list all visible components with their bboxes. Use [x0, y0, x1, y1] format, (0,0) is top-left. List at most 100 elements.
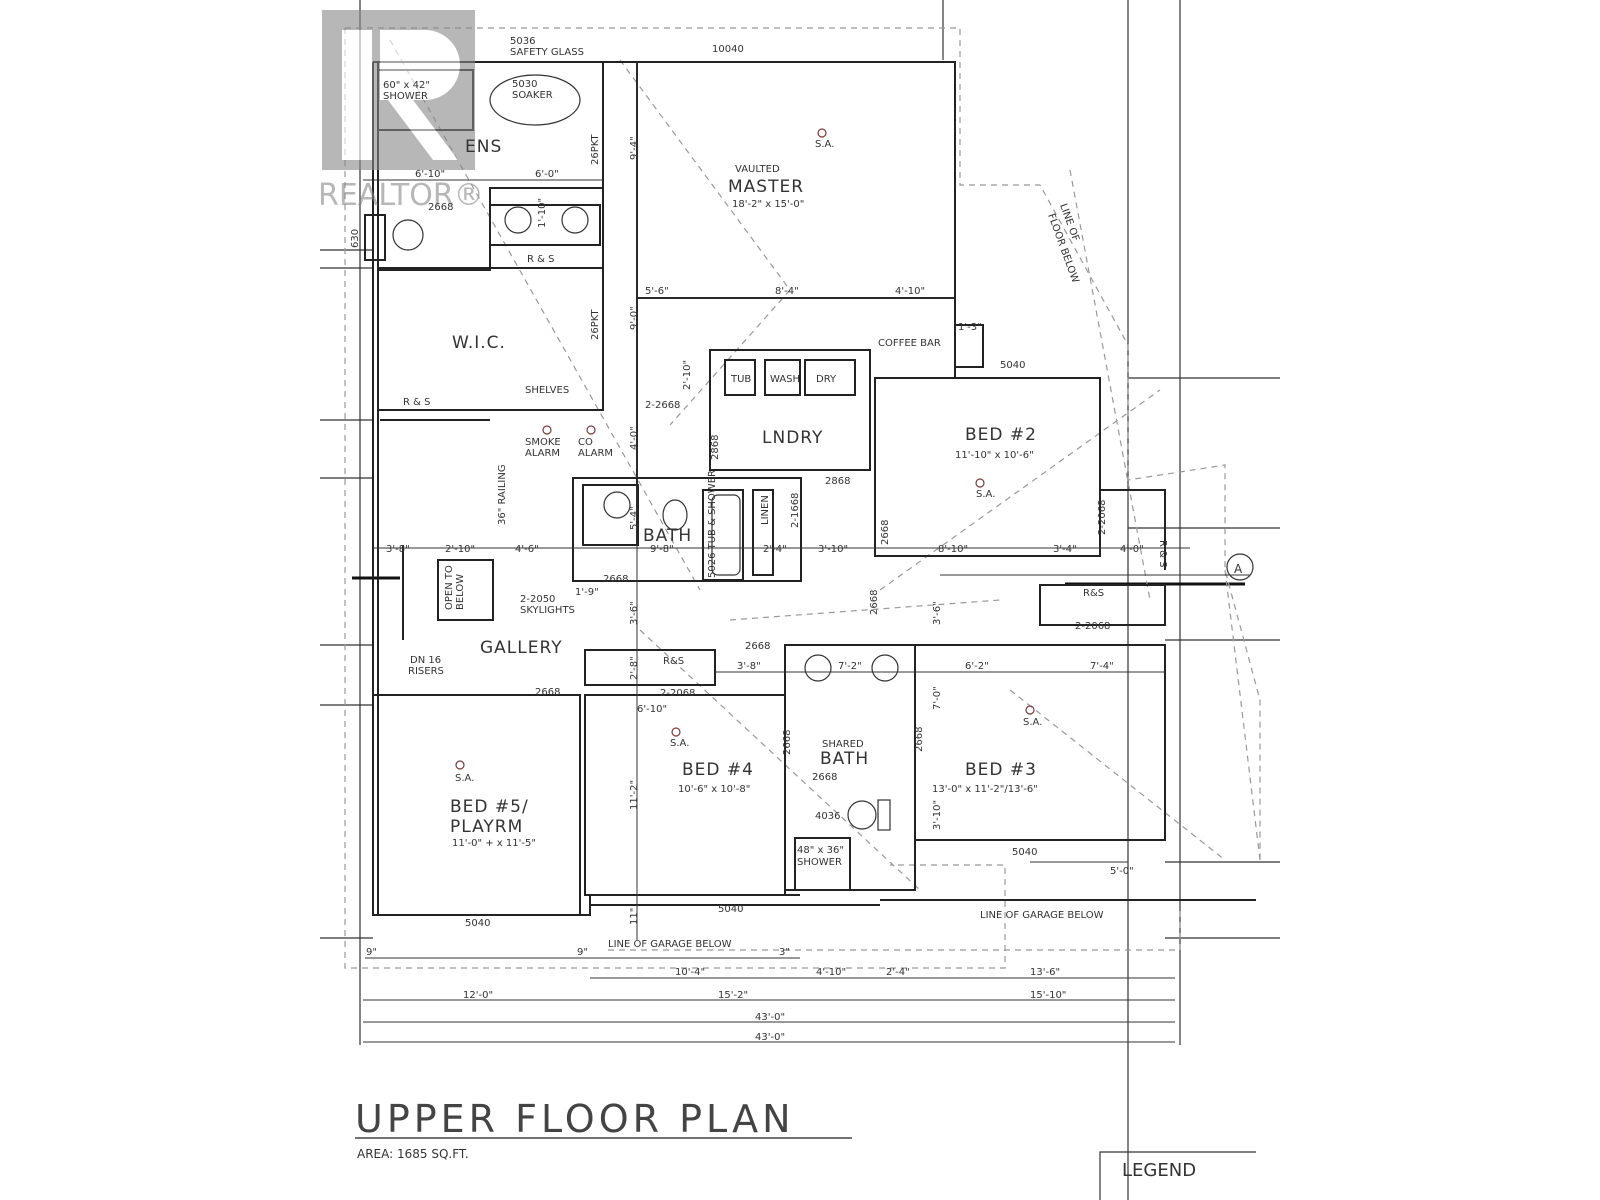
dim-label: 5'-4" [629, 506, 640, 530]
dim-label: 1'-3" [958, 322, 982, 333]
fixture-note: SHOWER [797, 857, 842, 868]
sa-note: S.A. [455, 773, 474, 784]
room-ens: ENS [465, 137, 502, 157]
room-master: MASTER [728, 177, 804, 197]
rod-shelf-note: R & S [403, 397, 430, 408]
washer-note: WASH [770, 374, 800, 385]
stair-note: RISERS [408, 666, 444, 677]
coffee-bar-note: COFFEE BAR [878, 338, 941, 349]
plan-area: AREA: 1685 SQ.FT. [357, 1147, 469, 1161]
rod-shelf-note: R & S [527, 254, 554, 265]
room-laundry: LNDRY [762, 428, 823, 448]
window-note: 10040 [712, 44, 744, 55]
room-bed2-size: 11'-10" x 10'-6" [955, 450, 1034, 461]
door-note: 2868 [825, 476, 850, 487]
dim-label: 2'-10" [445, 544, 475, 555]
room-bed3: BED #3 [965, 760, 1037, 780]
smoke-alarm-icons [455, 128, 1035, 770]
door-note: 2668 [782, 730, 793, 755]
dimension-labels: 6'-10" 6'-0" 9'-4" 1'-10" 5'-6" 8'-4" 4'… [366, 136, 1144, 1043]
door-note: 2-1668 [790, 493, 801, 528]
dim-label: 9" [366, 947, 377, 958]
room-shared-bath: BATH [820, 749, 869, 769]
rod-shelf-note: R&S [1083, 588, 1104, 599]
door-note: 2-2068 [1075, 621, 1110, 632]
dim-label: 9" [577, 947, 588, 958]
room-bed5: BED #5/ [450, 797, 529, 817]
dim-label: 9'-0" [629, 306, 640, 330]
dim-label: 3'-10" [932, 800, 943, 830]
shelves-note: SHELVES [525, 385, 569, 396]
dim-label: 6'-2" [965, 661, 989, 672]
room-bed2: BED #2 [965, 425, 1037, 445]
door-note: 2668 [914, 727, 925, 752]
laundry-tub-note: TUB [730, 374, 751, 385]
svg-text:REALTOR®: REALTOR® [318, 178, 484, 213]
rod-shelf-note: R&S [663, 656, 684, 667]
plan-notes: 5036 SAFETY GLASS 10040 60" x 42" SHOWER… [350, 36, 1168, 950]
garage-note: LINE OF GARAGE BELOW [980, 910, 1104, 921]
room-shared: SHARED [822, 739, 864, 750]
dim-label: 10'-4" [675, 967, 705, 978]
railing-note: 36" RAILING [497, 464, 508, 525]
door-note: 2668 [535, 687, 560, 698]
dimension-lines [363, 62, 1250, 1043]
fixtures [392, 74, 899, 831]
co-alarm-note: ALARM [578, 448, 613, 459]
dim-label: 15'-2" [718, 990, 748, 1001]
room-master-size: 18'-2" x 15'-0" [732, 199, 804, 210]
dim-label: 7'-0" [932, 686, 943, 710]
dim-label: 3" [779, 947, 790, 958]
dim-label: 9'-8" [650, 544, 674, 555]
room-bed4-size: 10'-6" x 10'-8" [678, 784, 750, 795]
dim-label: 3'-10" [818, 544, 848, 555]
door-note: 2-2068 [660, 688, 695, 699]
section-marker-icon [1226, 553, 1254, 581]
door-note: 2668 [869, 590, 880, 615]
window-note: 5040 [1000, 360, 1025, 371]
dim-label: 2'-10" [682, 360, 693, 390]
dim-label: 4'-10" [816, 967, 846, 978]
open-to-below-note: OPEN TO [444, 565, 455, 610]
room-bed3-size: 13'-0" x 11'-2"/13'-6" [932, 784, 1038, 795]
door-note: 2668 [812, 772, 837, 783]
room-labels: ENS VAULTED MASTER 18'-2" x 15'-0" W.I.C… [450, 137, 1038, 849]
dim-label: 11" [629, 908, 640, 925]
dim-label: 4'-0" [1120, 544, 1144, 555]
sa-note: S.A. [670, 738, 689, 749]
linen-note: LINEN [760, 495, 771, 525]
section-marker-label: A [1234, 562, 1243, 576]
window-note: 630 [350, 229, 361, 248]
open-to-below-note: BELOW [455, 574, 466, 610]
door-note: 2868 [710, 435, 721, 460]
dim-label: 8'-10" [938, 544, 968, 555]
dim-label: 6'-10" [637, 704, 667, 715]
fixture-note: SHOWER [383, 91, 428, 102]
dim-label: 3'-6" [629, 601, 640, 625]
door-note: 26PKT [590, 308, 601, 340]
dim-label: 7'-4" [1090, 661, 1114, 672]
dim-label: 15'-10" [1030, 990, 1066, 1001]
dim-label: 1'-10" [537, 198, 548, 228]
room-bath: BATH [643, 526, 692, 546]
fixture-note: 48" x 36" [797, 845, 844, 856]
window-note: 5040 [465, 918, 490, 929]
dim-label: 2'-4" [763, 544, 787, 555]
dim-label: 6'-0" [535, 169, 559, 180]
dim-label: 11'-2" [629, 780, 640, 810]
skylights-note: 2-2050 [520, 594, 555, 605]
co-alarm-note: CO [578, 437, 593, 448]
dim-label: 43'-0" [755, 1032, 785, 1043]
dim-label: 3'-4" [1053, 544, 1077, 555]
door-note: 2-2068 [1097, 500, 1108, 535]
window-note: 4036 [815, 811, 840, 822]
dim-label: 5'-0" [1110, 866, 1134, 877]
smoke-alarm-note: ALARM [525, 448, 560, 459]
room-bed5-size: 11'-0" + x 11'-5" [452, 838, 536, 849]
room-wic: W.I.C. [452, 333, 506, 353]
fixture-note: SOAKER [512, 90, 553, 101]
dim-label: 13'-6" [1030, 967, 1060, 978]
window-note: SAFETY GLASS [510, 47, 584, 58]
legend-heading: LEGEND [1122, 1160, 1196, 1181]
room-bed5-b: PLAYRM [450, 817, 523, 837]
